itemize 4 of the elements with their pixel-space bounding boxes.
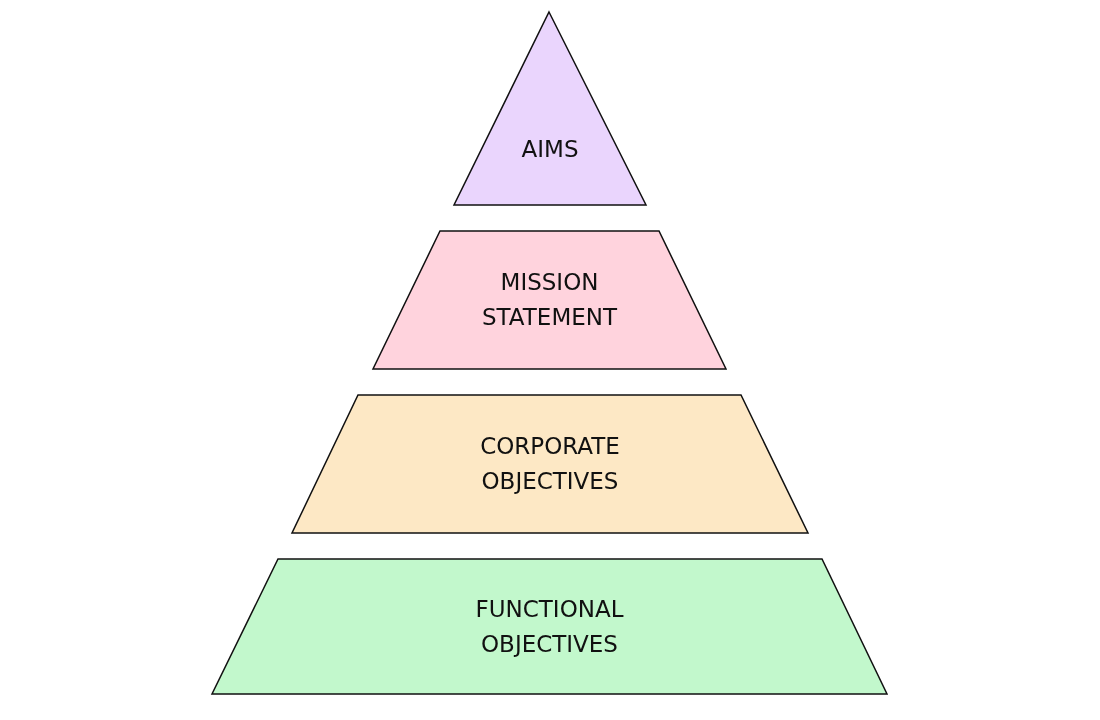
tier-label: AIMS: [521, 135, 579, 164]
tier-label: CORPORATE OBJECTIVES: [479, 432, 621, 496]
tier-label: MISSION STATEMENT: [481, 268, 618, 332]
tier-label: FUNCTIONAL OBJECTIVES: [474, 595, 625, 659]
